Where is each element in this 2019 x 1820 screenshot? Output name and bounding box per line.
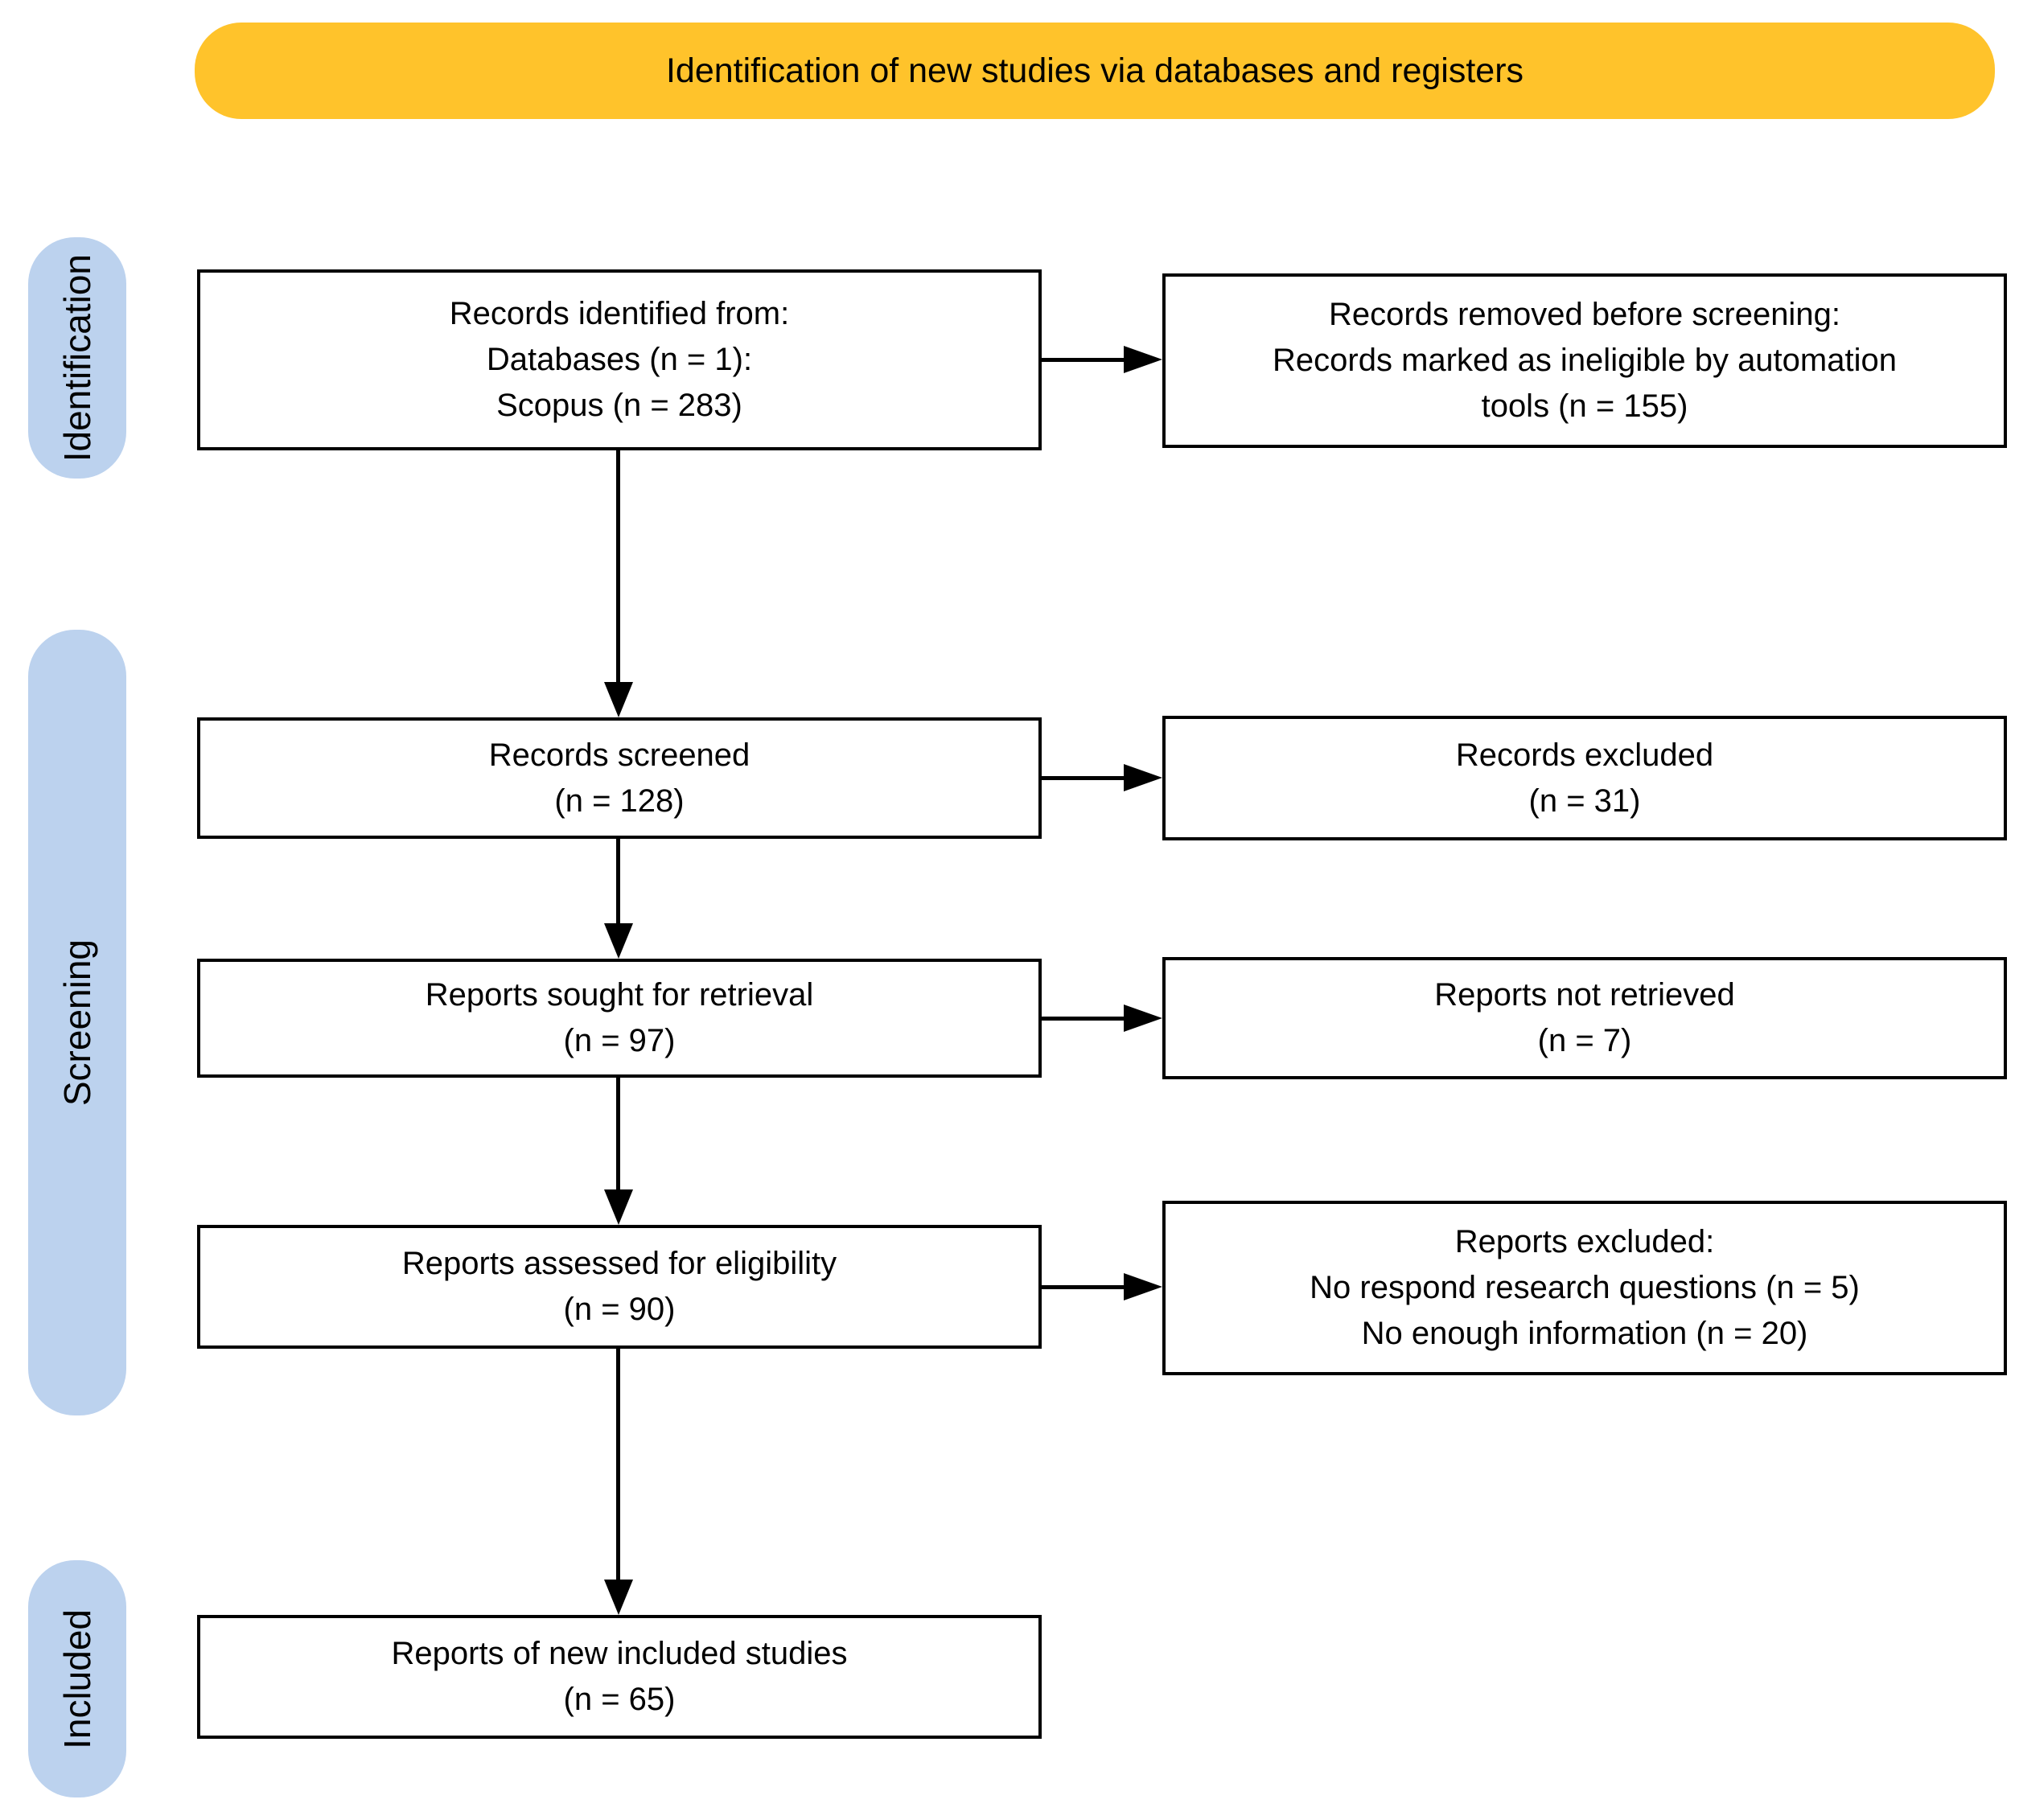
box-line: tools (n = 155) xyxy=(1481,388,1688,424)
box-line: (n = 97) xyxy=(563,1023,676,1058)
arrow-line xyxy=(1042,1284,1124,1289)
box-line: (n = 31) xyxy=(1528,783,1641,819)
arrowhead-down-icon xyxy=(603,923,633,959)
box-line: Reports assessed for eligibility xyxy=(401,1246,837,1281)
arrowhead-down-icon xyxy=(603,1580,633,1615)
box-line: Records screened xyxy=(488,737,750,773)
stage-label-included: Included xyxy=(28,1560,126,1797)
stage-label-text: Included xyxy=(56,1608,98,1749)
down-arrow-screened-to-sought xyxy=(603,839,633,959)
arrow-line xyxy=(1042,357,1124,362)
stage-label-text: Screening xyxy=(56,939,98,1107)
stage-label-text: Identification xyxy=(56,253,98,462)
box-line: Reports not retrieved xyxy=(1434,977,1735,1013)
box-line: Records excluded xyxy=(1455,737,1714,773)
down-arrow-assessed-to-included xyxy=(603,1349,633,1615)
box-line: (n = 7) xyxy=(1537,1023,1632,1058)
arrow-line xyxy=(1042,1016,1124,1021)
box-line: Databases (n = 1): xyxy=(486,342,753,377)
box-line: Scopus (n = 283) xyxy=(496,388,742,423)
stage-label-identification: Identification xyxy=(28,237,126,479)
box-line: (n = 90) xyxy=(563,1292,676,1327)
box-line: (n = 128) xyxy=(554,783,685,819)
arrowhead-right-icon xyxy=(1124,1273,1162,1300)
arrow-line xyxy=(616,450,620,682)
box-line: Records marked as ineligible by automati… xyxy=(1273,343,1897,378)
box-line: No respond research questions (n = 5) xyxy=(1310,1270,1860,1305)
flow-box-records-screened: Records screened (n = 128) xyxy=(197,717,1042,839)
box-line: Reports of new included studies xyxy=(391,1636,848,1671)
down-arrow-sought-to-assessed xyxy=(603,1078,633,1225)
right-arrow-assessed-to-excluded xyxy=(1042,1273,1162,1300)
flow-box-records-identified: Records identified from: Databases (n = … xyxy=(197,269,1042,450)
right-arrow-screened-to-excluded xyxy=(1042,764,1162,791)
arrowhead-right-icon xyxy=(1124,346,1162,373)
right-arrow-sought-to-not-retrieved xyxy=(1042,1004,1162,1032)
flow-box-reports-included: Reports of new included studies (n = 65) xyxy=(197,1615,1042,1739)
arrowhead-down-icon xyxy=(603,682,633,717)
arrow-line xyxy=(616,1349,620,1580)
arrow-line xyxy=(1042,775,1124,780)
right-arrow-identified-to-removed xyxy=(1042,346,1162,373)
box-line: Records identified from: xyxy=(449,296,790,331)
box-line: Reports excluded: xyxy=(1454,1224,1715,1259)
stage-label-screening: Screening xyxy=(28,630,126,1415)
down-arrow-identified-to-screened xyxy=(603,450,633,717)
flow-box-records-removed: Records removed before screening: Record… xyxy=(1162,273,2007,448)
flow-box-reports-sought: Reports sought for retrieval (n = 97) xyxy=(197,959,1042,1078)
arrow-line xyxy=(616,1078,620,1189)
flow-box-records-excluded: Records excluded (n = 31) xyxy=(1162,716,2007,840)
arrowhead-right-icon xyxy=(1124,1004,1162,1032)
flow-box-reports-assessed: Reports assessed for eligibility (n = 90… xyxy=(197,1225,1042,1349)
arrowhead-down-icon xyxy=(603,1189,633,1225)
header-banner: Identification of new studies via databa… xyxy=(195,23,1995,119)
arrow-line xyxy=(616,839,620,923)
box-line: Reports sought for retrieval xyxy=(425,977,814,1013)
header-title: Identification of new studies via databa… xyxy=(665,51,1524,90)
box-line: No enough information (n = 20) xyxy=(1361,1316,1808,1351)
box-line: Records removed before screening: xyxy=(1329,297,1840,332)
arrowhead-right-icon xyxy=(1124,764,1162,791)
flow-box-reports-not-retrieved: Reports not retrieved (n = 7) xyxy=(1162,957,2007,1079)
box-line: (n = 65) xyxy=(563,1682,676,1717)
flow-box-reports-excluded: Reports excluded: No respond research qu… xyxy=(1162,1201,2007,1375)
